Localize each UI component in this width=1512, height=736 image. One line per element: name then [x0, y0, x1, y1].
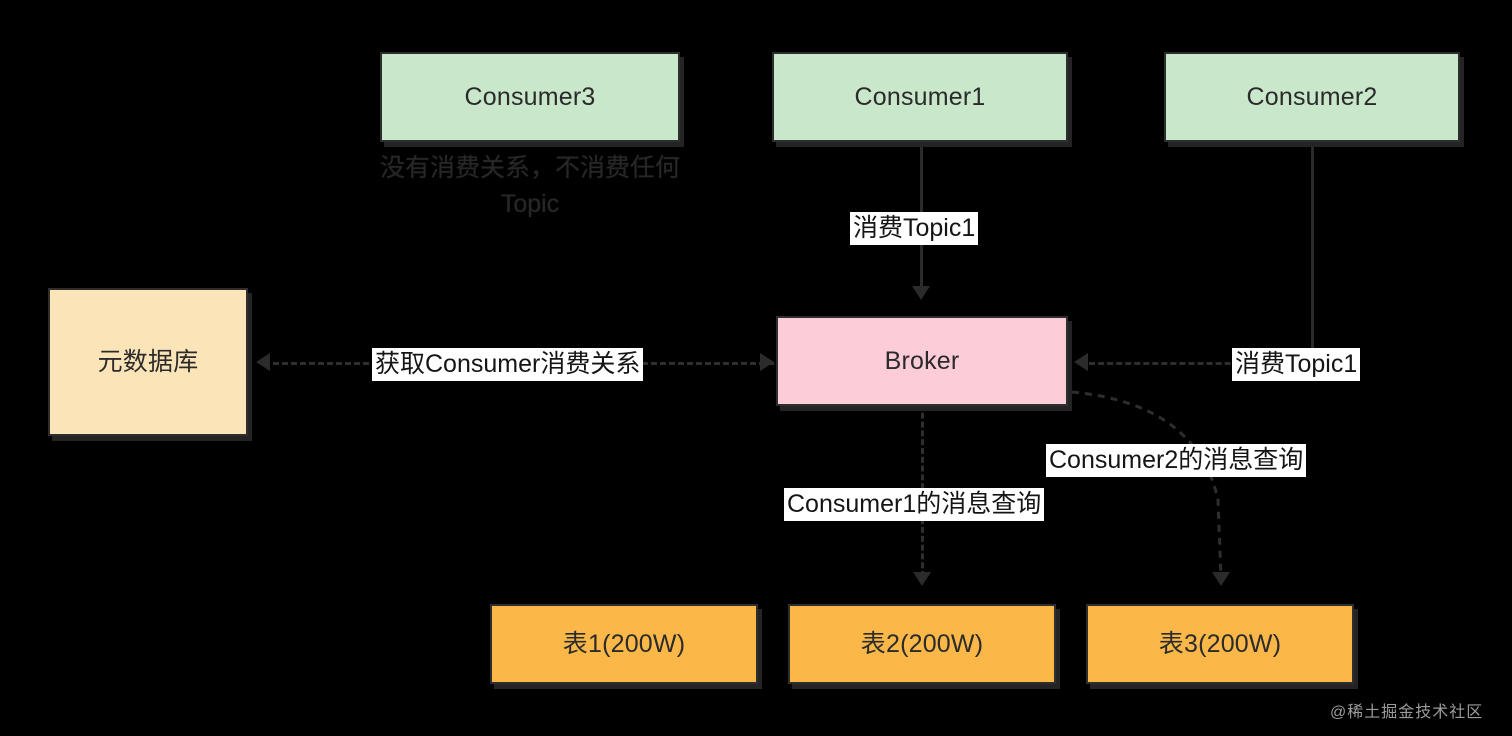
node-consumer3[interactable]: Consumer3: [380, 52, 680, 142]
arrowhead-table3: [1212, 572, 1230, 586]
edge-broker-to-consumer2: [1080, 362, 1312, 365]
consumer3-note-line1: 没有消费关系，不消费任何: [380, 154, 681, 182]
node-table1-label: 表1(200W): [562, 630, 686, 658]
watermark: @稀土掘金技术社区: [1330, 704, 1484, 721]
node-table1[interactable]: 表1(200W): [490, 604, 758, 684]
node-consumer1-label: Consumer1: [854, 83, 986, 111]
arrowhead-table2: [913, 572, 931, 586]
arrowhead-broker-right: [1074, 353, 1088, 371]
arrowhead-consumer1-to-broker: [912, 286, 930, 300]
node-consumer3-label: Consumer3: [464, 83, 596, 111]
node-table2[interactable]: 表2(200W): [788, 604, 1056, 684]
edge-label-consumer1-to-broker: 消费Topic1: [850, 212, 979, 246]
node-metadata-db[interactable]: 元数据库: [48, 288, 248, 436]
node-metadata-db-label: 元数据库: [97, 348, 199, 376]
edge-label-broker-to-metadata: 获取Consumer消费关系: [372, 348, 644, 382]
node-broker-label: Broker: [884, 347, 960, 375]
node-table3[interactable]: 表3(200W): [1086, 604, 1354, 684]
edge-label-broker-to-table3: Consumer2的消息查询: [1046, 444, 1307, 478]
arrowhead-broker-left: [760, 353, 774, 371]
node-table2-label: 表2(200W): [860, 630, 984, 658]
edge-label-consumer2-to-broker: 消费Topic1: [1232, 348, 1361, 382]
node-consumer1[interactable]: Consumer1: [772, 52, 1068, 142]
node-consumer2-label: Consumer2: [1246, 83, 1378, 111]
node-consumer2[interactable]: Consumer2: [1164, 52, 1460, 142]
consumer3-note-line2: Topic: [500, 190, 560, 218]
edge-consumer2-down: [1311, 142, 1314, 364]
node-broker[interactable]: Broker: [776, 316, 1068, 406]
arrowhead-metadata-db: [256, 353, 270, 371]
edge-label-broker-to-table2: Consumer1的消息查询: [784, 488, 1045, 522]
node-table3-label: 表3(200W): [1158, 630, 1282, 658]
